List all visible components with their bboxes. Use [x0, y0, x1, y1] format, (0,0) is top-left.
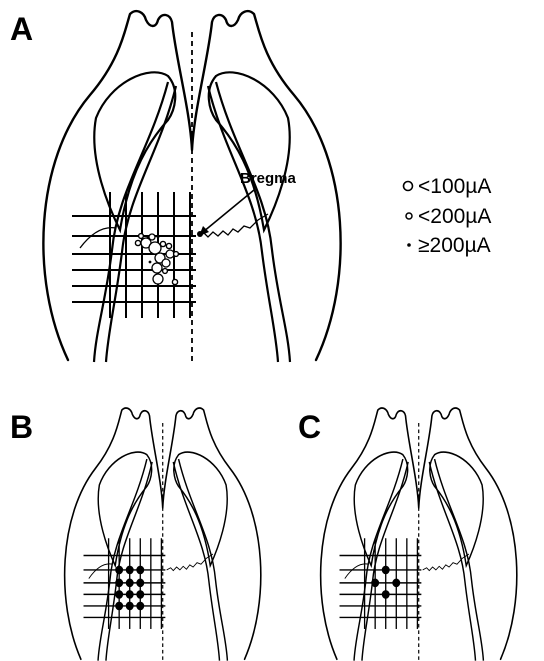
site-marker [136, 579, 144, 588]
panel-c-label: C [298, 409, 321, 445]
site-marker [153, 274, 163, 284]
site-marker [149, 234, 155, 240]
site-marker [126, 566, 134, 575]
panel-a-left-ridge-outer [94, 82, 168, 362]
site-marker [115, 566, 123, 575]
legend-item-at-least-200ua: ≥200µA [407, 234, 490, 257]
site-marker [115, 579, 123, 588]
legend-item-label: ≥200µA [418, 234, 491, 257]
panel-c-left-ridge-outer [354, 459, 403, 661]
site-marker [160, 241, 165, 246]
legend-item-label: <100µA [418, 175, 491, 198]
site-marker [149, 261, 152, 264]
site-marker [136, 590, 144, 599]
site-marker [147, 236, 150, 239]
panel-b-label: B [10, 409, 33, 445]
site-marker [136, 566, 144, 575]
site-marker [162, 259, 170, 267]
panel-a-label: A [10, 11, 33, 47]
site-marker [371, 579, 379, 588]
site-marker [115, 602, 123, 611]
panel-b-left-ridge-outer [98, 459, 147, 661]
dot-marker [407, 243, 411, 247]
legend-item-below-100ua: <100µA [404, 175, 492, 198]
legend: <100µA <200µA ≥200µA [404, 175, 492, 257]
site-marker [139, 234, 144, 239]
open-circle-small-marker [406, 213, 412, 219]
legend-item-below-200ua: <200µA [406, 205, 491, 228]
site-marker [126, 602, 134, 611]
site-marker [174, 252, 179, 257]
panel-c [321, 408, 517, 661]
site-marker [166, 250, 174, 258]
legend-item-label: <200µA [418, 205, 491, 228]
site-marker [172, 279, 177, 284]
site-marker [136, 602, 144, 611]
site-marker [382, 566, 390, 575]
panel-a-right-ridge-outer [216, 82, 290, 362]
site-marker [166, 243, 171, 248]
site-marker [152, 263, 162, 273]
site-marker [149, 242, 161, 254]
site-marker [126, 590, 134, 599]
site-marker [115, 590, 123, 599]
panel-a: A [10, 11, 341, 362]
bregma-point [197, 231, 203, 237]
site-marker [392, 579, 400, 588]
site-marker [382, 590, 390, 599]
panel-b-electrode-grid [84, 538, 166, 629]
site-marker [135, 240, 140, 245]
panel-b [65, 408, 261, 661]
panel-c-right-ridge-outer [435, 459, 484, 661]
bregma-label: Bregma [240, 170, 297, 187]
open-circle-large-marker [404, 182, 413, 191]
bregma-arrow-line [203, 190, 254, 232]
site-marker [163, 269, 168, 274]
site-marker [126, 579, 134, 588]
site-marker [157, 236, 160, 239]
panel-b-right-ridge-outer [179, 459, 228, 661]
panel-c-electrode-grid [340, 538, 422, 629]
